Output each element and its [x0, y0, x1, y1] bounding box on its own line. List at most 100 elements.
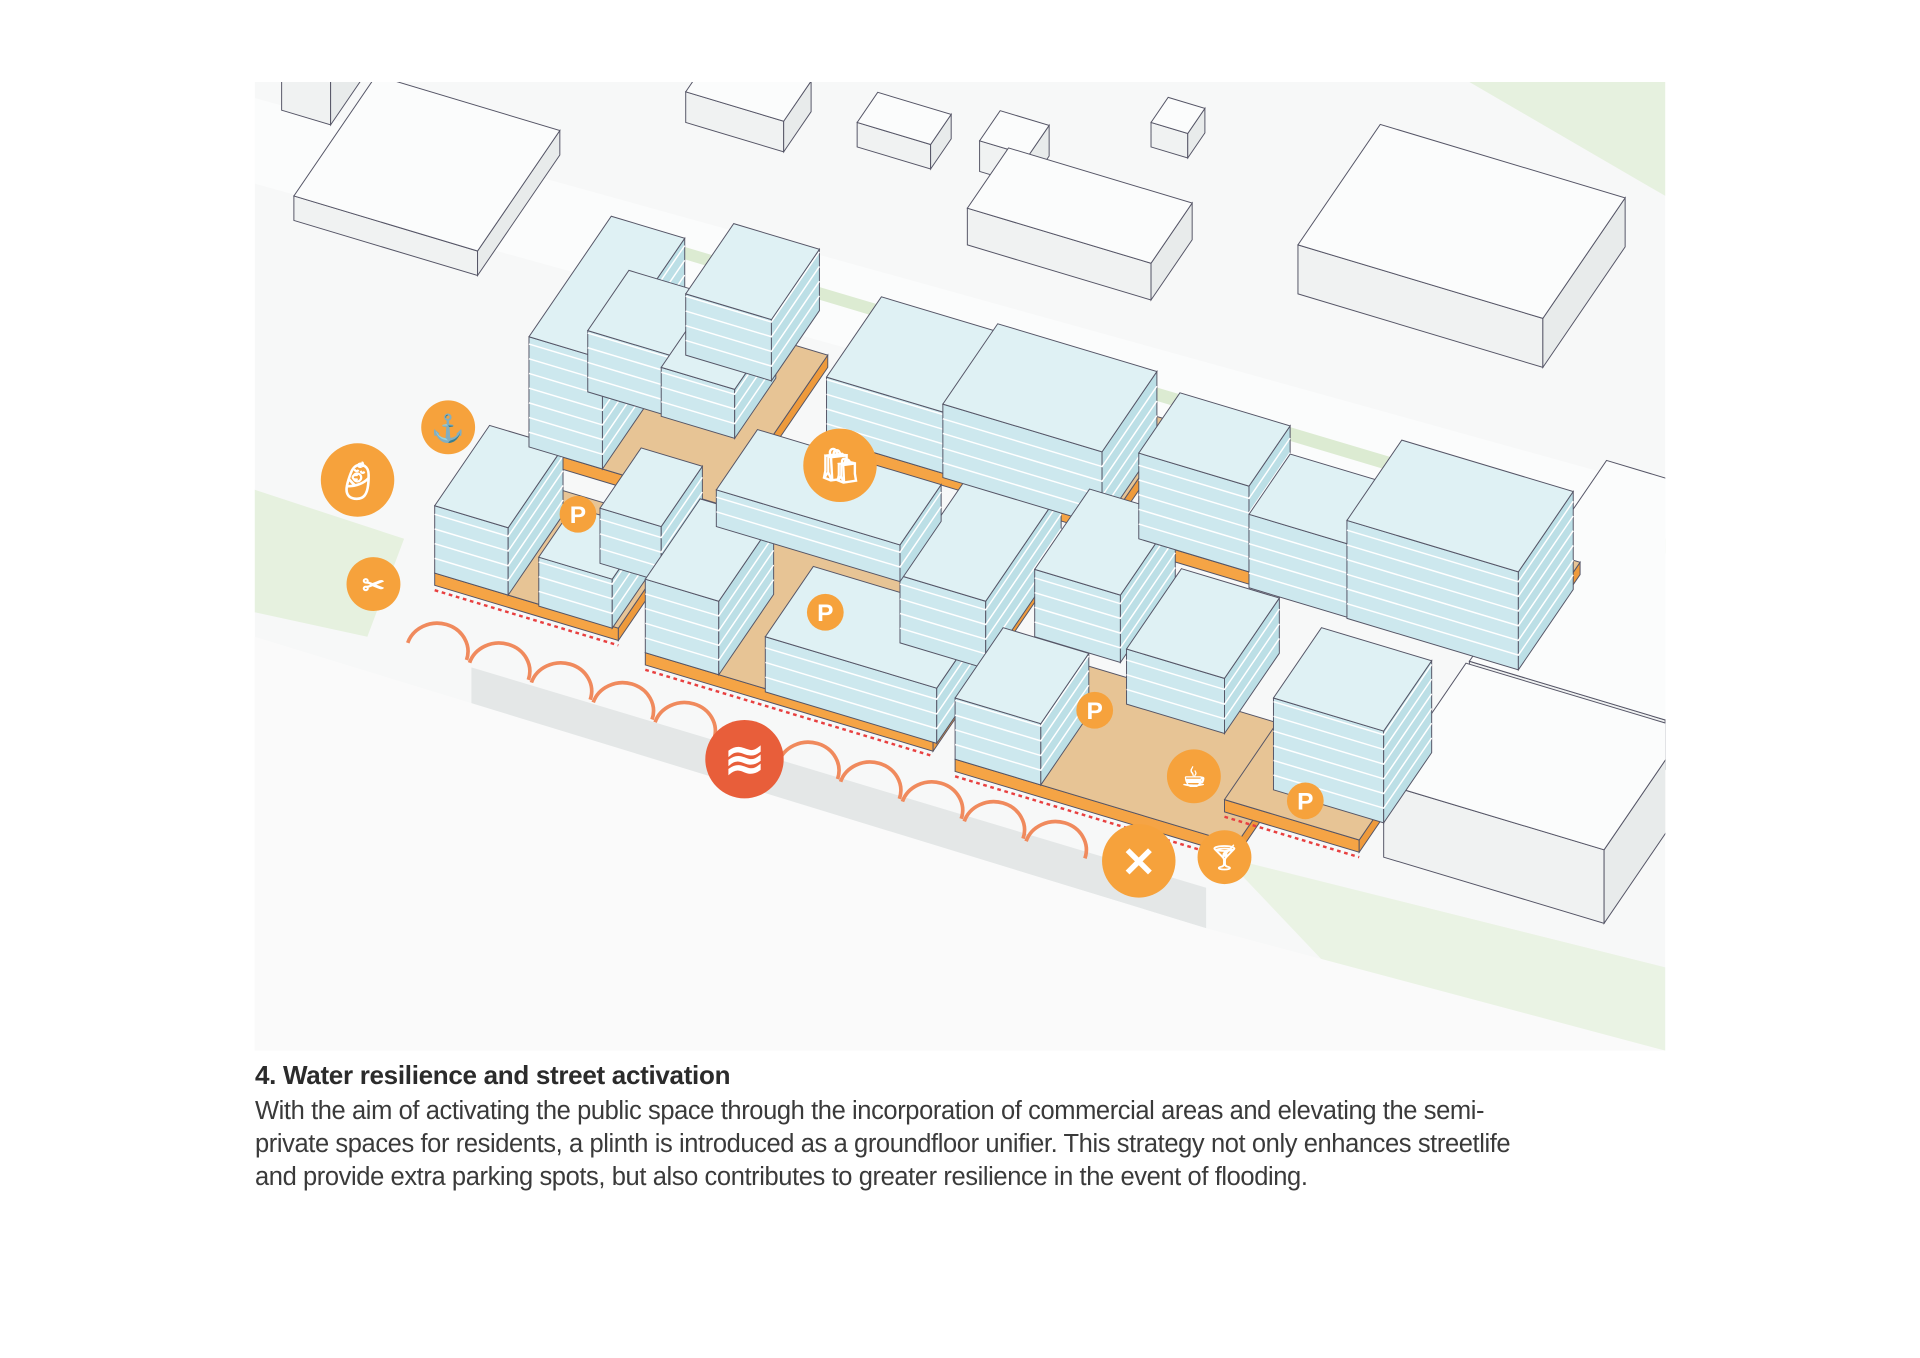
flood-arch — [467, 641, 532, 681]
floor-line — [1346, 500, 1574, 583]
residential-building-top — [1137, 392, 1291, 487]
parking-icon-circle — [806, 593, 844, 631]
residential-building-top — [1346, 439, 1575, 573]
context-building-top — [1382, 662, 1666, 851]
floor-line — [661, 363, 777, 425]
playground-swing-icon-glyph: ⚓ — [431, 413, 465, 444]
floor-line — [434, 484, 564, 567]
context-building-side — [330, 82, 361, 127]
cocktail-icon: 🍸︎ — [1197, 830, 1252, 885]
floor-line — [954, 670, 1090, 742]
parking-icon-circle — [559, 495, 597, 533]
flood-edge — [434, 589, 619, 647]
coffee-cup-icon: ☕︎ — [1166, 749, 1221, 804]
coffee-cup-icon-glyph: ☕︎ — [1182, 763, 1206, 793]
parking-icon-circle — [1076, 691, 1114, 729]
residential-building-top — [942, 323, 1158, 453]
residential-building-top — [1272, 627, 1433, 732]
shopping-bag-icon: 🛍︎ — [803, 428, 877, 503]
barber-icon-glyph: ✂ — [362, 570, 385, 600]
cocktail-icon-glyph: 🍸︎ — [1209, 844, 1240, 872]
floor-line — [954, 699, 1090, 772]
floor-line — [1346, 574, 1574, 656]
baby-icon-glyph: 👶︎ — [334, 461, 381, 502]
flood-arch — [653, 700, 718, 740]
parking-icon: P — [1286, 782, 1324, 820]
floor-line — [1126, 623, 1280, 705]
figure-caption: 4. Water resilience and street activatio… — [255, 1060, 1675, 1194]
flood-wave-icon: ≋ — [705, 720, 784, 799]
floor-line — [599, 491, 703, 554]
floor-line — [599, 476, 703, 539]
floor-line — [685, 280, 821, 353]
flood-arch — [591, 680, 656, 721]
baby-icon: 👶︎ — [320, 443, 395, 517]
floor-line — [1273, 722, 1433, 795]
coffee-cup-icon-circle — [1166, 749, 1221, 804]
context-building-top — [856, 91, 952, 146]
figure-body-line: With the aim of activating the public sp… — [255, 1097, 1485, 1125]
flood-arch — [406, 621, 470, 661]
flood-wave-icon-glyph: ≋ — [724, 733, 765, 787]
floor-line — [1034, 522, 1176, 605]
floor-line — [434, 455, 564, 538]
floor-line — [645, 564, 775, 647]
flood-edge — [644, 668, 934, 758]
floor-line — [1273, 664, 1433, 736]
shopping-bag-icon-circle — [803, 428, 877, 503]
floor-line — [1126, 638, 1280, 720]
residential-building-top — [1125, 568, 1281, 679]
floor-line — [1034, 537, 1176, 620]
context-building-front — [281, 82, 332, 126]
context-building-top — [1150, 96, 1206, 135]
restaurant-icon-circle — [1102, 824, 1176, 898]
floor-line — [1346, 515, 1574, 598]
floor-line — [1346, 559, 1574, 642]
green-corner — [1224, 857, 1666, 1051]
quay-wall — [471, 667, 1207, 929]
barber-icon-circle — [346, 557, 401, 612]
floor-line — [899, 513, 1062, 626]
building-blocks — [433, 215, 1581, 863]
floor-line — [942, 385, 1158, 468]
parking-icon: P — [559, 495, 597, 533]
figure-body-line: private spaces for residents, a plinth i… — [255, 1130, 1511, 1158]
flood-arch — [777, 740, 841, 780]
residential-building-top — [528, 215, 686, 360]
context-building-side — [783, 82, 812, 154]
flood-arch — [838, 760, 903, 800]
floor-line — [685, 295, 821, 367]
floor-line — [645, 579, 775, 661]
context-building-top — [1297, 123, 1626, 319]
context-building-side — [1603, 759, 1666, 925]
floor-line — [1034, 552, 1176, 634]
flood-edge — [954, 775, 1238, 863]
flood-arch — [900, 780, 965, 820]
floor-line — [1273, 693, 1433, 765]
parking-icon: P — [1076, 691, 1114, 729]
flood-arch — [962, 799, 1027, 840]
floor-line — [954, 655, 1090, 728]
barber-icon: ✂ — [346, 557, 401, 612]
floor-line — [1273, 678, 1433, 751]
floor-line — [765, 643, 986, 715]
floor-line — [538, 562, 648, 615]
figure-body-line: and provide extra parking spots, but als… — [255, 1163, 1308, 1191]
floor-line — [899, 498, 1062, 611]
flood-arch — [1024, 819, 1089, 859]
flood-edge — [1224, 815, 1360, 859]
floor-line — [434, 470, 564, 552]
context-building-side — [1664, 719, 1666, 771]
context-buildings — [281, 82, 1666, 925]
floor-line — [1346, 530, 1574, 612]
parking-icon: P — [806, 593, 844, 631]
green-strip — [1469, 82, 1666, 196]
parking-icon-glyph: P — [570, 502, 586, 529]
floor-line — [716, 506, 942, 568]
parking-icon-glyph: P — [1297, 789, 1313, 816]
floor-line — [645, 549, 775, 632]
floor-line — [1126, 608, 1280, 691]
